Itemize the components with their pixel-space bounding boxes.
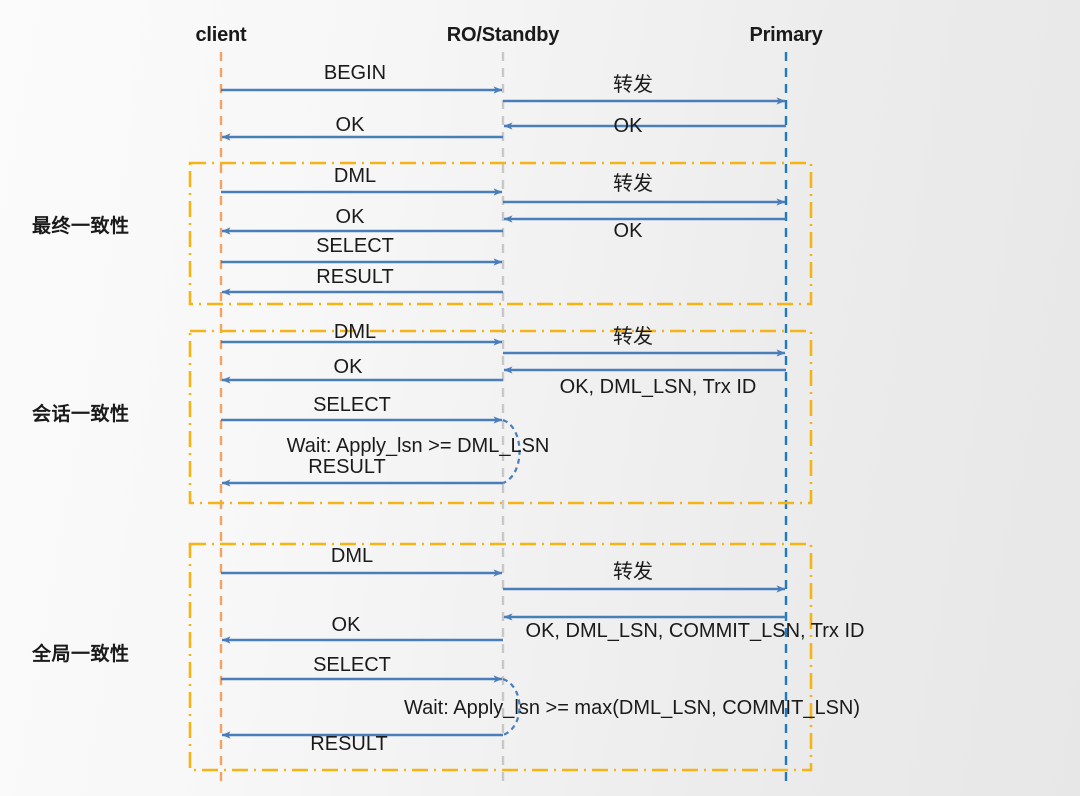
- message-label-global-OK: OK: [331, 614, 361, 636]
- actor-label-primary: Primary: [749, 24, 823, 46]
- self-wait-label-session: Wait: Apply_lsn >= DML_LSN: [286, 435, 550, 457]
- message-label-global-SELECT: SELECT: [313, 654, 391, 676]
- message-arrows-layer: [221, 86, 786, 739]
- group-box-session: [188, 329, 813, 505]
- message-label-session-OK: OK: [333, 356, 363, 378]
- message-label-preamble-OK: OK: [613, 115, 643, 137]
- section-label-global: 全局一致性: [32, 644, 130, 665]
- group-boxes-layer: [188, 161, 813, 772]
- message-label-session-SELECT: SELECT: [313, 394, 391, 416]
- actor-label-standby: RO/Standby: [446, 24, 560, 46]
- message-label-preamble-: 转发: [613, 74, 653, 96]
- message-label-session-DML: DML: [333, 321, 377, 343]
- section-label-session: 会话一致性: [32, 404, 130, 425]
- message-label-eventual-OK: OK: [613, 220, 643, 242]
- group-box-global: [188, 542, 813, 772]
- message-label-eventual-OK: OK: [335, 206, 365, 228]
- self-wait-arc-session: [502, 418, 521, 485]
- message-label-session-RESULT: RESULT: [308, 456, 386, 478]
- message-label-global-OK: OK, DML_LSN, COMMIT_LSN, Trx ID: [525, 620, 865, 642]
- self-wait-label-global: Wait: Apply_lsn >= max(DML_LSN, COMMIT_L…: [403, 697, 861, 719]
- message-label-eventual-RESULT: RESULT: [316, 266, 394, 288]
- message-label-session-: 转发: [613, 326, 653, 348]
- message-label-global-RESULT: RESULT: [310, 733, 388, 755]
- section-label-eventual: 最终一致性: [32, 216, 130, 237]
- group-box-eventual: [188, 161, 813, 306]
- lifelines-layer: [219, 52, 788, 786]
- message-label-global-: 转发: [613, 561, 653, 583]
- message-label-preamble-BEGIN: BEGIN: [323, 62, 387, 84]
- message-label-eventual-SELECT: SELECT: [316, 235, 394, 257]
- actor-label-client: client: [195, 24, 247, 46]
- message-label-global-DML: DML: [330, 545, 374, 567]
- message-label-preamble-OK: OK: [335, 114, 365, 136]
- message-label-eventual-: 转发: [613, 173, 653, 195]
- message-label-eventual-DML: DML: [333, 165, 377, 187]
- message-label-session-OK: OK, DML_LSN, Trx ID: [559, 376, 757, 398]
